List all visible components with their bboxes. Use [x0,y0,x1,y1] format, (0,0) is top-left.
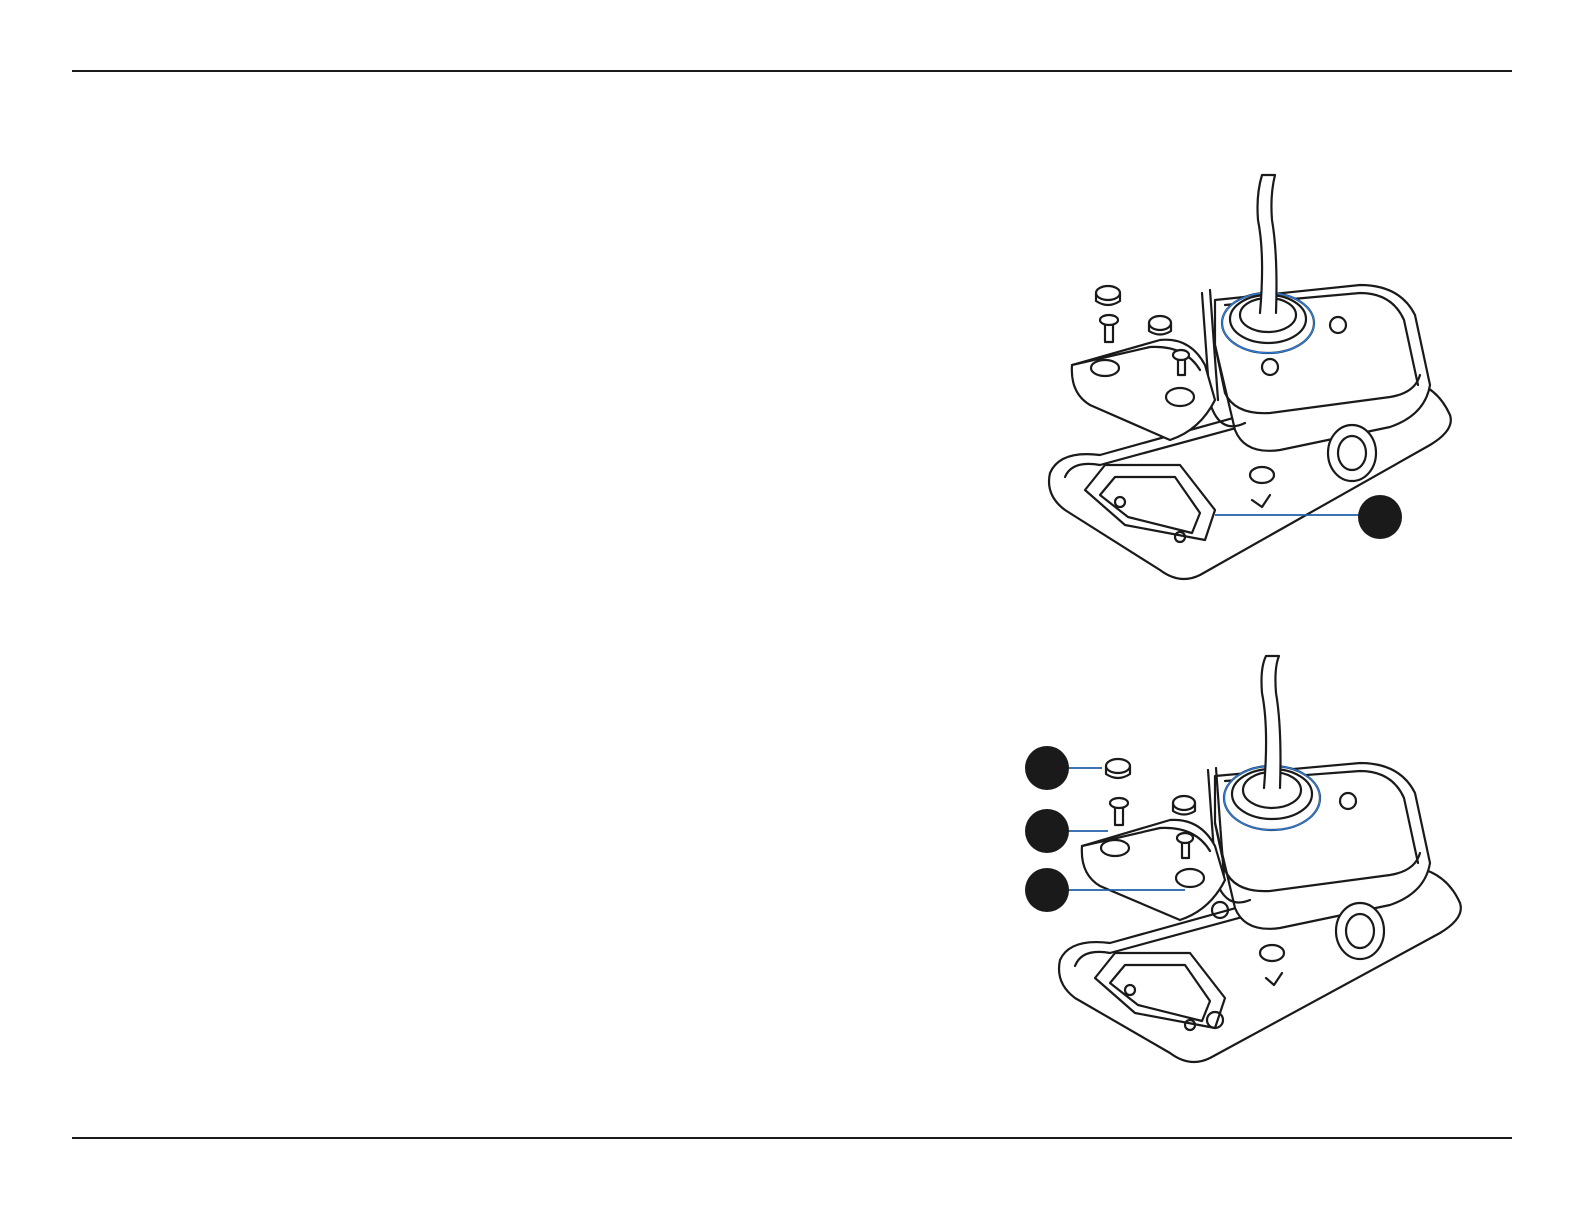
callout-marker [1358,495,1402,539]
footer-rule [72,1137,1512,1139]
callout-marker [1025,746,1069,790]
camera-housing-illustration-top [1030,165,1470,595]
callout-marker [1025,868,1069,912]
callout-marker [1025,809,1069,853]
header-rule [72,70,1512,72]
camera-housing-drawing [1030,165,1470,595]
camera-housing-illustration-bottom [1010,648,1480,1073]
camera-housing-exploded-drawing [1010,648,1480,1073]
